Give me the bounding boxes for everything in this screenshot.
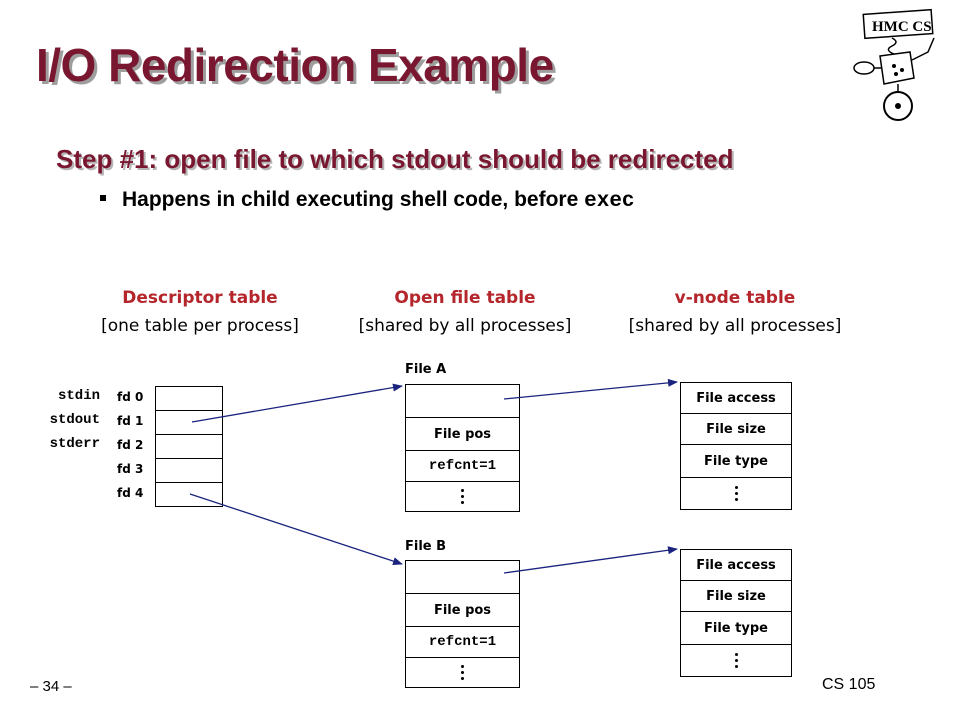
arrow-file-a-to-vnode-a — [503, 378, 678, 400]
fd-4-slot — [155, 482, 223, 507]
descriptor-table-header: Descriptor table [one table per process] — [90, 284, 310, 340]
vnode-b-ellipsis-cell — [680, 644, 792, 677]
page-number: – 34 – — [30, 678, 72, 695]
descriptor-table-subtitle: [one table per process] — [101, 316, 299, 336]
fd-0-label: fd 0 — [117, 390, 144, 404]
open-file-table-title: Open file table — [394, 288, 536, 308]
vertical-ellipsis-icon — [734, 486, 738, 501]
vnode-b-size-cell: File size — [680, 580, 792, 612]
open-file-table-header: Open file table [shared by all processes… — [340, 284, 590, 340]
slide-title: I/O Redirection Example — [36, 39, 554, 91]
vnode-a-ellipsis-cell — [680, 477, 792, 510]
file-a-pos-cell: File pos — [405, 417, 520, 451]
file-a-refcnt-cell: refcnt=1 — [405, 450, 520, 482]
fd-2-label: fd 2 — [117, 438, 144, 452]
vertical-ellipsis-icon — [461, 665, 464, 680]
fd-3-label: fd 3 — [117, 462, 144, 476]
bullet-square-icon — [100, 195, 106, 202]
bullet-text: Happens in child executing shell code, b… — [122, 188, 585, 211]
file-b-header-cell — [405, 560, 520, 594]
fd-4-label: fd 4 — [117, 486, 144, 500]
arrow-fd4-to-file-b — [189, 493, 403, 565]
stderr-label: stderr — [49, 436, 100, 452]
vnode-table-subtitle: [shared by all processes] — [628, 316, 842, 336]
vertical-ellipsis-icon — [461, 489, 464, 504]
file-b-ellipsis-cell — [405, 657, 520, 688]
open-file-table-subtitle: [shared by all processes] — [358, 316, 572, 336]
logo-text: HMC CS — [872, 19, 932, 35]
vnode-table-header: v-node table [shared by all processes] — [610, 284, 860, 340]
descriptor-table-title: Descriptor table — [122, 288, 278, 308]
vnode-a-size-cell: File size — [680, 413, 792, 445]
stdin-label: stdin — [57, 388, 100, 404]
fd-2-slot — [155, 434, 223, 459]
fd-0-slot — [155, 386, 223, 411]
step-heading: Step #1: open file to which stdout shoul… — [56, 144, 734, 174]
arrow-file-b-to-vnode-b — [503, 546, 678, 574]
bullet-code: exec — [584, 190, 635, 213]
fd-1-slot — [155, 410, 223, 435]
fd-1-label: fd 1 — [117, 414, 144, 428]
vnode-table-title: v-node table — [674, 288, 796, 308]
arrow-fd1-to-file-a — [191, 383, 403, 423]
vertical-ellipsis-icon — [734, 653, 738, 668]
bullet-item: Happens in child executing shell code, b… — [100, 188, 635, 213]
vnode-b-type-cell: File type — [680, 611, 792, 645]
fd-3-slot — [155, 458, 223, 483]
file-b-refcnt-cell: refcnt=1 — [405, 626, 520, 658]
file-a-ellipsis-cell — [405, 481, 520, 512]
file-a-header-cell — [405, 384, 520, 418]
file-b-pos-cell: File pos — [405, 593, 520, 627]
file-a-label: File A — [405, 362, 447, 377]
file-b-label: File B — [405, 539, 447, 554]
course-label: CS 105 — [822, 676, 876, 693]
hmc-cs-logo: HMC CS — [853, 8, 935, 121]
stdout-label: stdout — [49, 412, 100, 428]
